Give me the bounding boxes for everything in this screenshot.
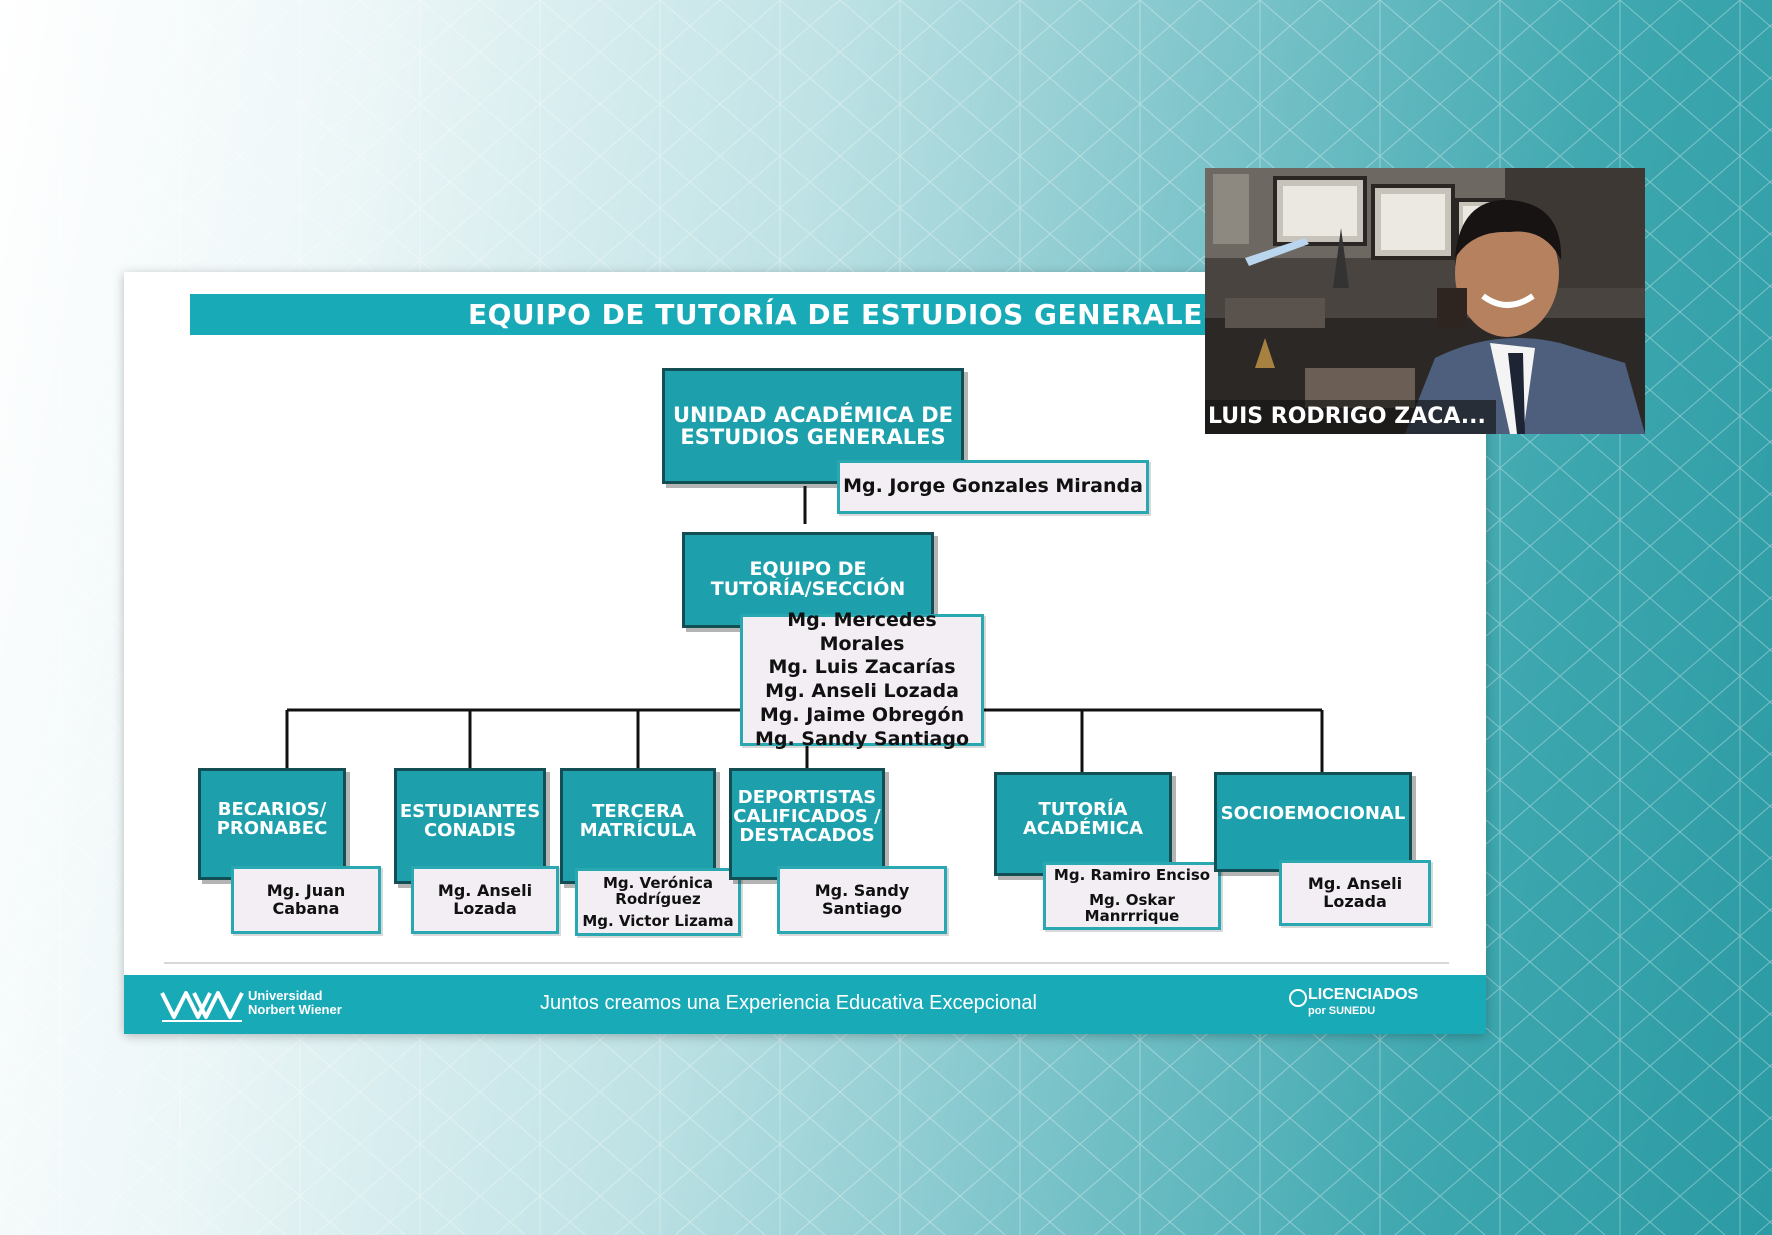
unit-label-line: CONADIS [423,819,517,841]
unit-people-tercera-matricula: Mg. Verónica Rodríguez Mg. Victor Lizama [575,868,741,936]
org-unit-tutoria-academica: TUTORÍA ACADÉMICA [994,772,1172,876]
unit-person: Mg. Anseli [437,880,533,900]
unit-label-line: PRONABEC [216,817,328,839]
footer-slogan: Juntos creamos una Experiencia Educativa… [540,992,1037,1014]
participant-video-frame [1205,168,1645,434]
unit-label-line: TUTORÍA [1038,799,1128,820]
unit-person: Mg. Sandy [814,880,910,900]
org-unit-root-line2: ESTUDIOS GENERALES [680,425,946,449]
team-member: Mg. Jaime Obregón [759,703,965,726]
unit-person: Cabana [272,899,340,918]
unit-label-line: BECARIOS/ [217,799,327,820]
participant-video-tile[interactable]: LUIS RODRIGO ZACA... [1205,168,1645,434]
unit-person: Mg. Ramiro Enciso [1053,866,1211,885]
unit-label-line: SOCIOEMOCIONAL [1220,803,1406,824]
slide-footer: Universidad Norbert Wiener Juntos creamo… [124,975,1486,1034]
unit-label-line: TERCERA [592,801,684,822]
license-badge: LICENCIADOS por SUNEDU [1308,987,1418,1019]
license-line1: LICENCIADOS [1308,986,1419,1003]
org-unit-becarios: BECARIOS/ PRONABEC [198,768,346,880]
unit-person: Mg. Anseli [1307,873,1403,893]
team-member: Mg. Sandy Santiago [754,727,970,750]
unit-person: Manrrrique [1084,907,1180,926]
unit-label-line: CALIFICADOS / [733,805,881,827]
unit-label-line: ESTUDIANTES [399,801,541,822]
org-unit-tercera-matricula: TERCERA MATRÍCULA [560,768,716,884]
unit-people-conadis: Mg. Anseli Lozada [411,866,559,934]
unit-person: Mg. Oskar [1089,890,1175,909]
unit-people-tutoria-academica: Mg. Ramiro Enciso Mg. Oskar Manrrrique [1043,862,1221,930]
org-unit-team-line2: TUTORÍA/SECCIÓN [710,578,906,600]
unit-person: Mg. Verónica [602,873,714,892]
team-member: Mg. Luis Zacarías [768,656,956,679]
root-person: Mg. Jorge Gonzales Miranda [843,475,1143,498]
unit-person: Mg. Victor Lizama [582,911,734,930]
unit-people-becarios: Mg. Juan Cabana [231,866,381,934]
org-unit-team: EQUIPO DE TUTORÍA/SECCIÓN [682,532,934,628]
university-name: Universidad Norbert Wiener [248,989,342,1017]
footer-divider [164,962,1449,964]
unit-label-line: MATRÍCULA [579,819,697,841]
university-logo-icon [160,991,244,1022]
slide-title: EQUIPO DE TUTORÍA DE ESTUDIOS GENERALES [468,298,1224,331]
team-member: Mg. Mercedes Morales [787,608,937,655]
org-unit-socioemocional: SOCIOEMOCIONAL [1214,772,1412,872]
unit-label-line: DEPORTISTAS [737,787,877,808]
unit-person: Rodríguez [615,890,701,909]
org-unit-root-line1: UNIDAD ACADÉMICA DE [672,402,954,427]
root-person-box: Mg. Jorge Gonzales Miranda [837,460,1149,514]
participant-name-label: LUIS RODRIGO ZACA... [1205,400,1496,434]
unit-person: Lozada [1323,892,1387,911]
sunedu-seal-icon [1289,989,1307,1007]
unit-label-line: ACADÉMICA [1022,817,1144,839]
university-name-line2: Norbert Wiener [248,1002,342,1017]
unit-people-socioemocional: Mg. Anseli Lozada [1279,860,1431,926]
team-members-box: Mg. Mercedes Morales Mg. Luis Zacarías M… [740,609,984,750]
org-unit-deportistas: DEPORTISTAS CALIFICADOS / DESTACADOS [729,768,885,880]
unit-person: Mg. Juan [266,880,346,900]
org-unit-root: UNIDAD ACADÉMICA DE ESTUDIOS GENERALES [662,368,964,484]
team-member: Mg. Anseli Lozada [765,680,959,702]
org-unit-team-line1: EQUIPO DE [749,558,867,581]
university-name-line1: Universidad [248,988,323,1003]
unit-person: Lozada [453,899,517,918]
unit-people-deportistas: Mg. Sandy Santiago [777,866,947,934]
license-line2: por SUNEDU [1308,1005,1376,1017]
unit-label-line: DESTACADOS [739,824,875,846]
unit-person: Santiago [821,899,903,918]
org-unit-conadis: ESTUDIANTES CONADIS [394,768,546,884]
